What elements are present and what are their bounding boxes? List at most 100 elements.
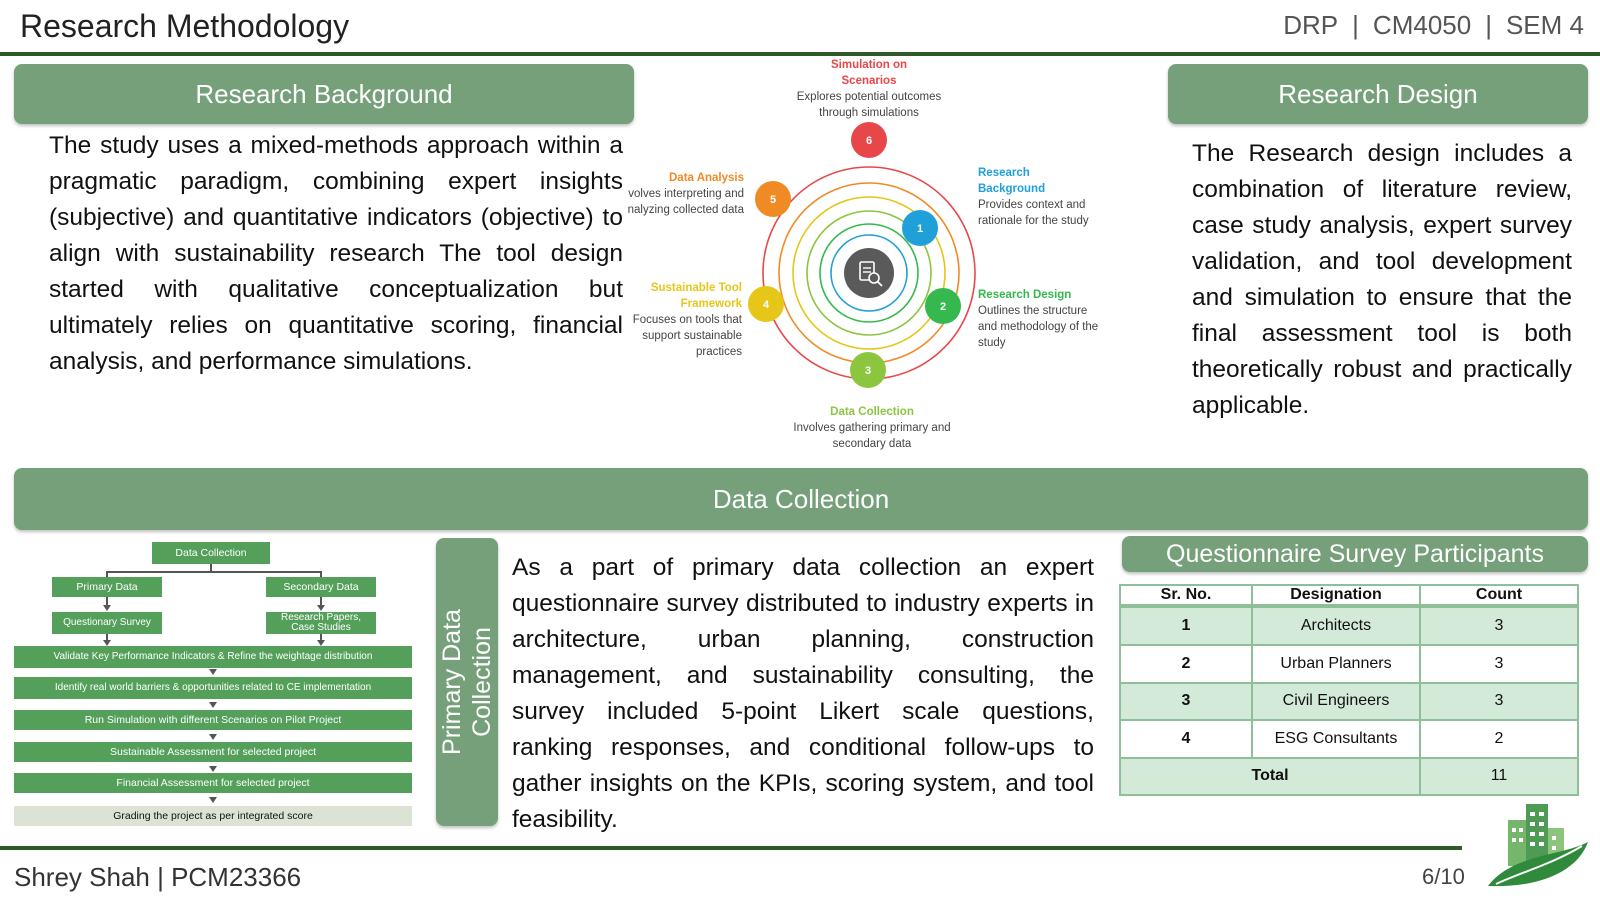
- table-header-row: Sr. No. Designation Count: [1119, 584, 1579, 608]
- meta-separator: |: [1352, 10, 1359, 40]
- step-description: practices: [696, 346, 742, 358]
- step-number-2: 2: [940, 301, 946, 313]
- step-number-4: 4: [763, 299, 770, 311]
- step-title: Research: [978, 167, 1030, 179]
- flow-connector: [106, 597, 108, 605]
- step-title: Background: [978, 183, 1045, 195]
- cycle-ring: [792, 196, 946, 350]
- page-title: Research Methodology: [20, 8, 350, 44]
- flow-root-box: Data Collection: [152, 542, 270, 564]
- cell-count: 3: [1419, 681, 1579, 722]
- data-collection-heading: Data Collection: [14, 468, 1588, 530]
- step-badge-3: [850, 352, 886, 388]
- logo-tower-tall: [1526, 804, 1548, 866]
- table-row: 3 Civil Engineers 3: [1119, 681, 1579, 722]
- flow-arrow: [317, 640, 325, 646]
- survey-heading: Questionnaire Survey Participants: [1122, 536, 1588, 572]
- step-description: Outlines the structure: [978, 305, 1087, 317]
- cell-sr-no: 2: [1119, 644, 1253, 684]
- page-number: 6/10: [1422, 864, 1465, 889]
- step-description: and methodology of the: [978, 321, 1098, 333]
- research-background-heading-text: Research Background: [195, 78, 453, 109]
- center-icon-lens: [868, 272, 880, 284]
- logo-leaf: [1488, 842, 1588, 887]
- course-meta: DRP|CM4050|SEM 4: [1283, 10, 1584, 41]
- center-icon-handle: [877, 281, 883, 287]
- step-title: Data Collection: [830, 406, 914, 418]
- step-title: Simulation on: [831, 59, 907, 71]
- table-row: 2 Urban Planners 3: [1119, 644, 1579, 684]
- primary-data-collection-label-text: Primary Data Collection: [437, 542, 497, 822]
- step-badge-4: [748, 286, 784, 322]
- survey-heading-text: Questionnaire Survey Participants: [1166, 539, 1544, 568]
- footer-divider: [0, 846, 1462, 850]
- flow-step-identify-barriers: Identify real world barriers & opportuni…: [14, 677, 412, 699]
- flow-arrow: [209, 702, 217, 708]
- research-background-heading: Research Background: [14, 64, 634, 124]
- cell-total-label: Total: [1119, 756, 1421, 797]
- column-header-designation: Designation: [1251, 584, 1421, 608]
- flow-arrow: [209, 766, 217, 772]
- cell-designation: ESG Consultants: [1251, 719, 1421, 759]
- research-design-heading-text: Research Design: [1278, 78, 1478, 109]
- step-title: Framework: [681, 298, 743, 310]
- logo-windows: [1512, 812, 1556, 850]
- column-header-sr-no: Sr. No.: [1119, 584, 1253, 608]
- step-description: Explores potential outcomes: [797, 91, 942, 103]
- step-badge-6: [851, 122, 887, 158]
- flow-questionary-box: Questionary Survey: [52, 612, 162, 634]
- flow-connector: [106, 571, 108, 577]
- step-description: Focuses on tools that: [633, 314, 743, 326]
- cell-count: 2: [1419, 719, 1579, 759]
- step-description: support sustainable: [642, 330, 742, 342]
- cell-designation: Civil Engineers: [1251, 681, 1421, 722]
- step-description: analyzing collected data: [628, 204, 745, 216]
- table-total-row: Total 11: [1119, 756, 1579, 797]
- table-row: 4 ESG Consultants 2: [1119, 719, 1579, 759]
- step-description: secondary data: [833, 438, 912, 450]
- cell-sr-no: 3: [1119, 681, 1253, 722]
- flow-step-validate-kpi: Validate Key Performance Indicators & Re…: [14, 646, 412, 668]
- survey-participants-table: Sr. No. Designation Count 1 Architects 3…: [1119, 584, 1579, 797]
- meta-semester: SEM 4: [1505, 10, 1584, 40]
- flow-connector: [320, 571, 322, 577]
- step-description: through simulations: [819, 107, 919, 119]
- table-row: 1 Architects 3: [1119, 604, 1579, 647]
- center-hub: [844, 248, 894, 298]
- step-number-6: 6: [866, 135, 872, 147]
- flow-arrow: [103, 640, 111, 646]
- step-number-3: 3: [865, 365, 871, 377]
- flow-connector: [106, 571, 322, 573]
- primary-data-collection-label: Primary Data Collection: [436, 538, 498, 826]
- document-search-icon: [859, 261, 883, 287]
- step-badge-1: [902, 210, 938, 246]
- cell-sr-no: 4: [1119, 719, 1253, 759]
- step-title: Data Analysis: [669, 172, 744, 184]
- flow-final-grading: Grading the project as per integrated sc…: [14, 806, 412, 826]
- cell-sr-no: 1: [1119, 604, 1253, 647]
- flow-step-financial-assessment: Financial Assessment for selected projec…: [14, 773, 412, 793]
- step-description: Provides context and: [978, 199, 1085, 211]
- flow-step-sustainable-assessment: Sustainable Assessment for selected proj…: [14, 742, 412, 762]
- meta-separator: |: [1485, 10, 1492, 40]
- flow-secondary-box: Secondary Data: [266, 577, 376, 597]
- step-description: study: [978, 337, 1006, 349]
- flow-step-run-simulation: Run Simulation with different Scenarios …: [14, 710, 412, 730]
- cycle-ring: [806, 210, 932, 336]
- cell-total-value: 11: [1419, 756, 1579, 797]
- meta-program: DRP: [1283, 10, 1339, 40]
- flow-research-papers-box: Research Papers, Case Studies: [266, 612, 376, 634]
- logo-leaf-vein: [1495, 845, 1583, 885]
- step-description: Involves interpreting and: [628, 188, 744, 200]
- column-header-count: Count: [1419, 584, 1579, 608]
- flow-primary-box: Primary Data: [52, 577, 162, 597]
- step-number-1: 1: [917, 223, 923, 235]
- center-icon-page: [859, 261, 875, 281]
- flow-connector: [320, 634, 322, 644]
- green-building-leaf-icon: [1488, 804, 1588, 887]
- step-badge-2: [925, 288, 961, 324]
- flow-arrow: [209, 797, 217, 803]
- research-design-text: The Research design includes a combinati…: [1192, 140, 1572, 419]
- step-number-5: 5: [770, 194, 776, 206]
- cell-designation: Architects: [1251, 604, 1421, 647]
